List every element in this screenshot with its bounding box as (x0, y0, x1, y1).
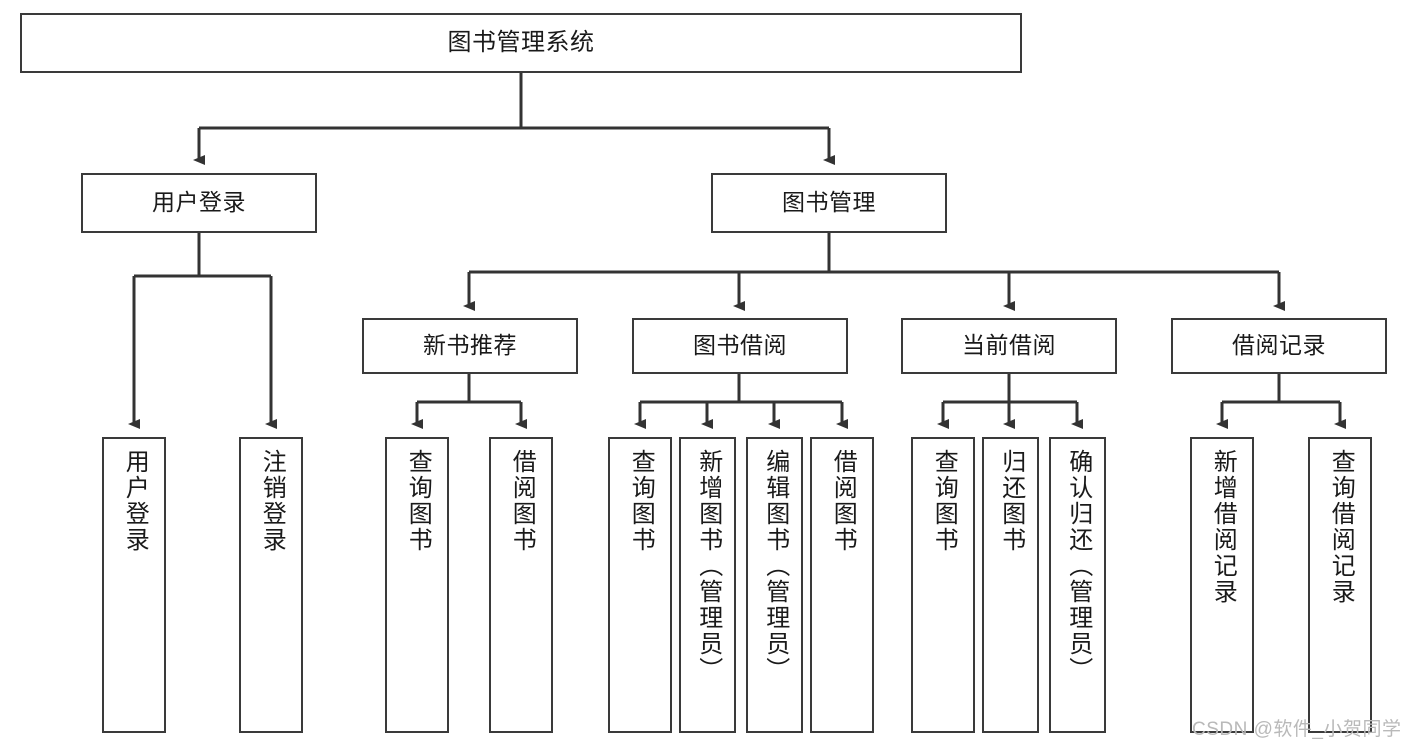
leaf-add-book-admin[interactable]: 新增图书（管理员） (679, 437, 736, 733)
node-label: 借阅记录 (1232, 332, 1326, 359)
node-label: 用户登录 (152, 189, 246, 216)
node-label: 编辑图书（管理员） (761, 449, 789, 683)
node-label: 新增图书（管理员） (694, 449, 722, 683)
leaf-query-book-borrowing[interactable]: 查询图书 (608, 437, 672, 733)
leaf-confirm-return-admin[interactable]: 确认归还（管理员） (1049, 437, 1106, 733)
node-label: 确认归还（管理员） (1064, 449, 1092, 683)
node-label: 用户登录 (121, 449, 149, 553)
leaf-borrow-book-recommendation[interactable]: 借阅图书 (489, 437, 553, 733)
node-current-borrowing[interactable]: 当前借阅 (901, 318, 1117, 374)
node-label: 借阅图书 (508, 449, 536, 553)
leaf-borrow-book[interactable]: 借阅图书 (810, 437, 874, 733)
node-label: 图书管理 (782, 189, 876, 216)
node-label: 借阅图书 (829, 449, 857, 553)
node-label: 查询图书 (404, 449, 432, 553)
node-label: 新增借阅记录 (1209, 449, 1237, 605)
node-label: 注销登录 (258, 449, 286, 553)
node-user-login[interactable]: 用户登录 (81, 173, 317, 233)
node-book-management[interactable]: 图书管理 (711, 173, 947, 233)
leaf-edit-book-admin[interactable]: 编辑图书（管理员） (746, 437, 803, 733)
node-label: 图书借阅 (693, 332, 787, 359)
node-label: 查询图书 (627, 449, 655, 553)
node-book-borrowing[interactable]: 图书借阅 (632, 318, 848, 374)
node-label: 图书管理系统 (447, 28, 595, 56)
node-label: 新书推荐 (423, 332, 517, 359)
leaf-query-book-recommendation[interactable]: 查询图书 (385, 437, 449, 733)
leaf-query-book-current[interactable]: 查询图书 (911, 437, 975, 733)
leaf-logout[interactable]: 注销登录 (239, 437, 303, 733)
node-label: 查询图书 (930, 449, 958, 553)
leaf-query-borrow-record[interactable]: 查询借阅记录 (1308, 437, 1372, 733)
csdn-watermark: CSDN @软件_小贺同学 (1192, 719, 1402, 740)
leaf-user-login[interactable]: 用户登录 (102, 437, 166, 733)
node-book-management-system[interactable]: 图书管理系统 (20, 13, 1022, 73)
node-new-book-recommendation[interactable]: 新书推荐 (362, 318, 578, 374)
node-label: 归还图书 (997, 449, 1025, 553)
node-label: 当前借阅 (962, 332, 1056, 359)
node-label: 查询借阅记录 (1327, 449, 1355, 605)
node-borrowing-records[interactable]: 借阅记录 (1171, 318, 1387, 374)
leaf-add-borrow-record[interactable]: 新增借阅记录 (1190, 437, 1254, 733)
leaf-return-book[interactable]: 归还图书 (982, 437, 1039, 733)
